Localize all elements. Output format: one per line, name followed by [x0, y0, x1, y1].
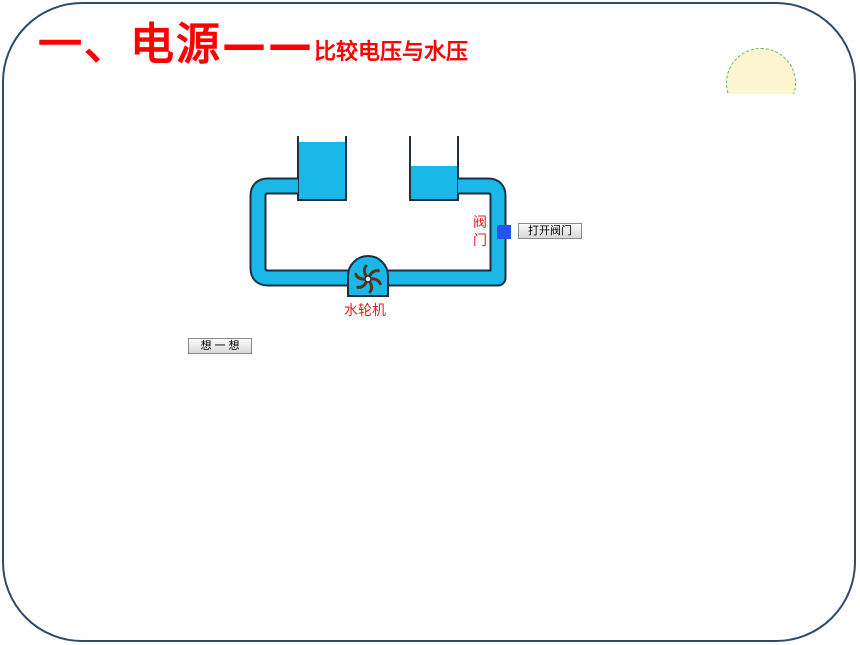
turbine: [347, 255, 389, 297]
open-valve-button[interactable]: 打开阀门: [518, 223, 582, 239]
right-tank: [409, 136, 459, 201]
valve-block[interactable]: [497, 225, 511, 239]
think-button[interactable]: 想 一 想: [188, 338, 252, 354]
sun-decoration: [726, 48, 796, 94]
left-tank: [297, 136, 347, 201]
title-main: 一、电源——: [38, 19, 314, 70]
slide-title: 一、电源——比较电压与水压: [38, 8, 468, 72]
valve-label: 阀门: [473, 215, 487, 249]
title-sub: 比较电压与水压: [314, 40, 469, 65]
water-pipe: [249, 177, 507, 287]
turbine-label: 水轮机: [344, 303, 386, 319]
